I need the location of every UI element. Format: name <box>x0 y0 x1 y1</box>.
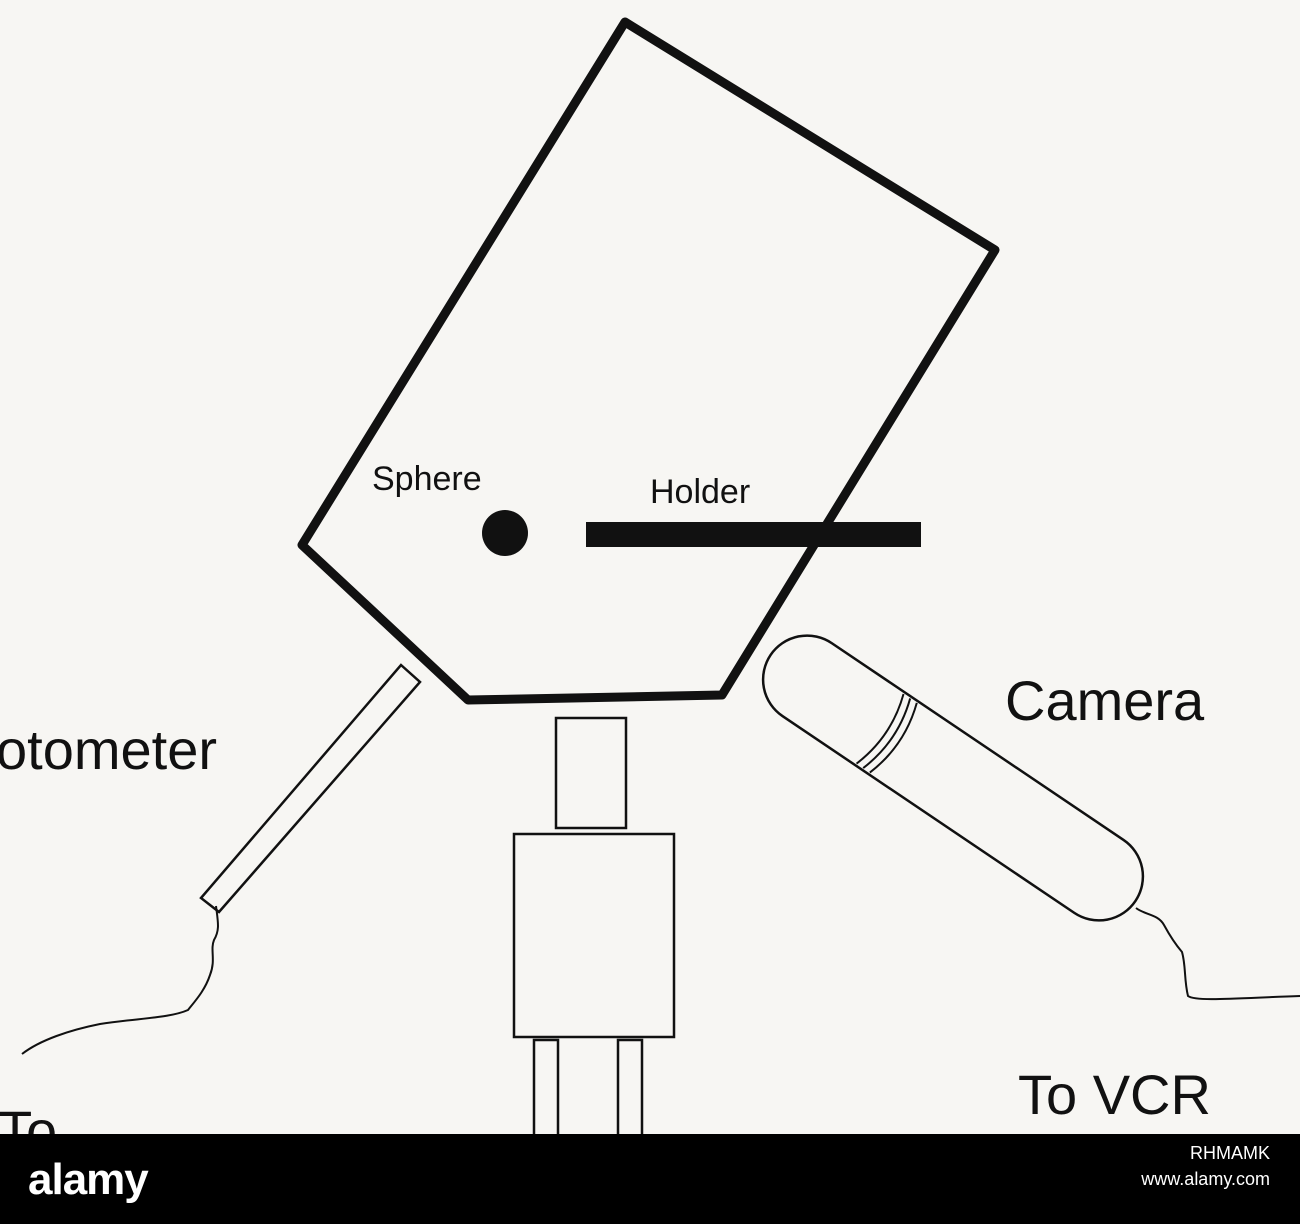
lamp-neck <box>554 716 628 830</box>
camera-lens-ring <box>855 693 918 774</box>
alamy-logo: alamy <box>28 1155 149 1204</box>
camera-cable <box>1135 907 1300 1001</box>
holder-bar <box>586 522 921 547</box>
footer-url: www.alamy.com <box>1141 1169 1270 1189</box>
lamp-pin-right <box>616 1038 644 1134</box>
to-label: To <box>0 1099 57 1134</box>
image-code: RHMAMK <box>1190 1143 1270 1163</box>
photometer-label: otometer <box>0 718 217 781</box>
camera <box>761 634 1145 922</box>
chamber-outline <box>297 17 1000 705</box>
lamp-body <box>512 832 676 1039</box>
to-vcr-label: To VCR <box>1018 1063 1211 1126</box>
lamp-pin-left <box>532 1038 560 1134</box>
sphere-dot <box>482 510 528 556</box>
holder-label: Holder <box>650 473 750 511</box>
apparatus-diagram: Sphere Holder Camera otometer To VCR To <box>0 17 1300 1134</box>
photometer-cable <box>21 905 219 1055</box>
camera-body <box>761 634 1145 922</box>
photometer-probe <box>199 663 422 914</box>
watermark-footer <box>0 1134 1300 1224</box>
sphere-label: Sphere <box>372 460 482 498</box>
camera-label: Camera <box>1005 669 1205 732</box>
